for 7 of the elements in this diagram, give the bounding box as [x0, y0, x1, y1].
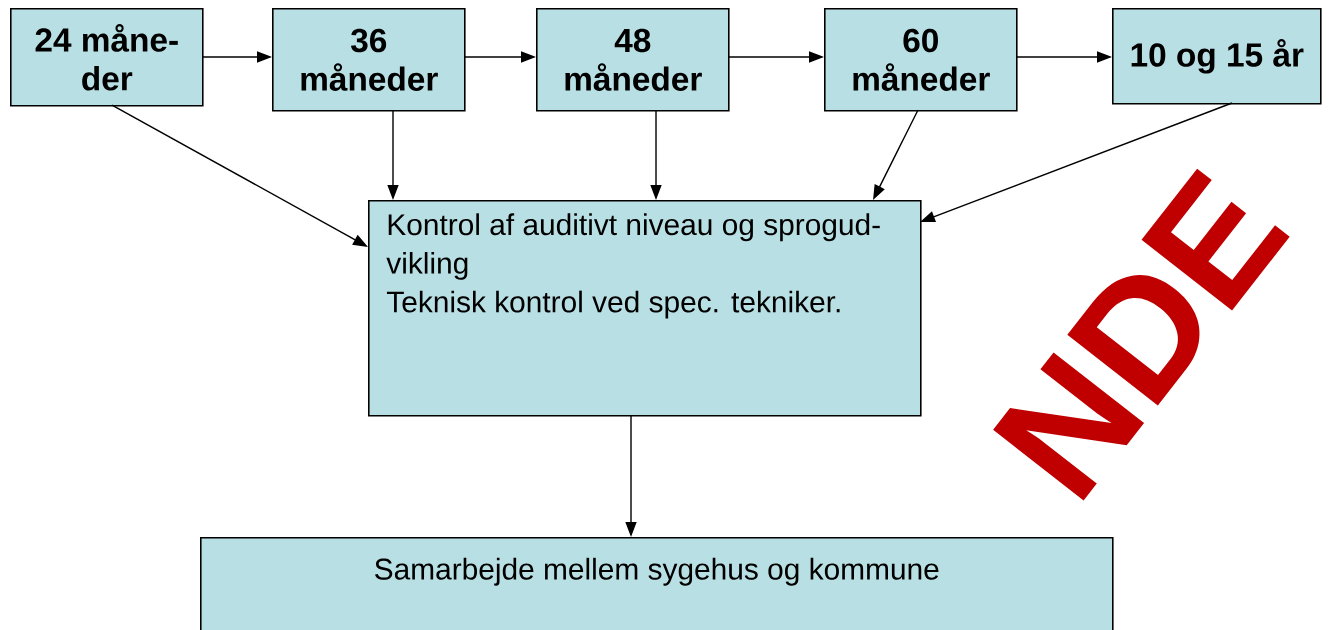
- time-box: 24 måne- der: [10, 8, 204, 107]
- process-box: Samarbejde mellem sygehus og kommune: [200, 537, 1114, 630]
- process-box: Kontrol af auditivt niveau og sprogud- vikling Teknisk kontrol ved spec. tekniker.: [368, 200, 922, 417]
- time-box: 60 måneder: [824, 8, 1018, 112]
- time-box: 36 måneder: [272, 8, 466, 112]
- time-box: 10 og 15 år: [1112, 8, 1322, 105]
- time-box: 48 måneder: [536, 8, 730, 112]
